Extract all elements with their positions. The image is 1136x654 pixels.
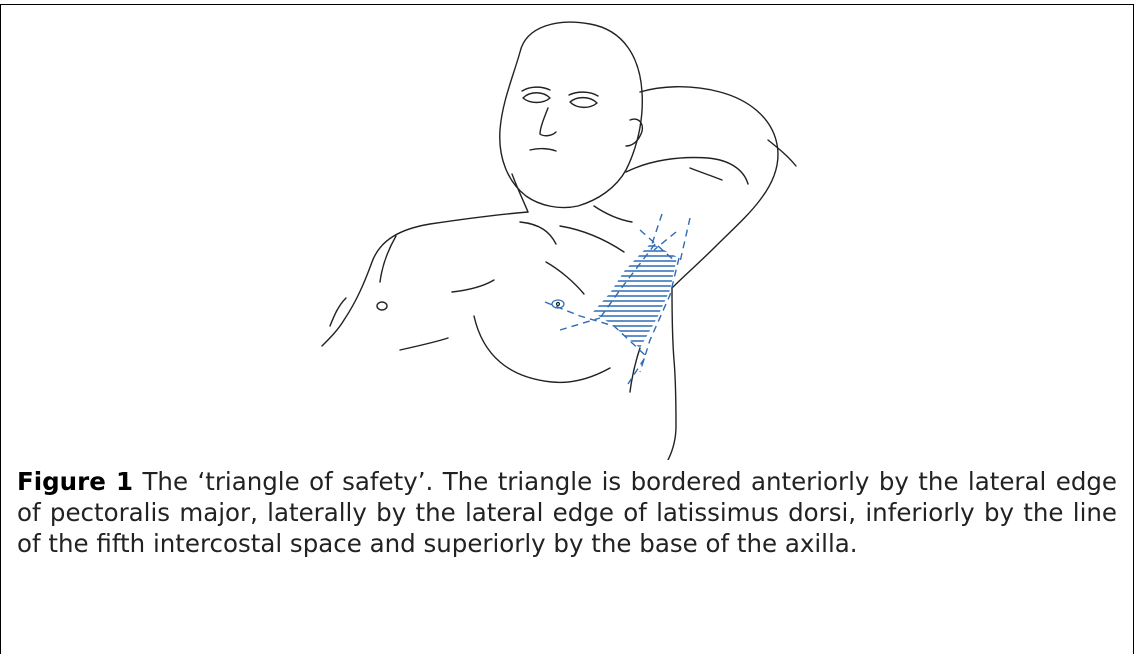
mouth	[530, 149, 556, 151]
ear	[626, 119, 642, 146]
left-shoulder	[322, 212, 528, 346]
figure-caption: Figure 1 The ‘triangle of safety’. The t…	[17, 466, 1117, 559]
left-nipple	[377, 302, 387, 310]
raised-arm	[640, 87, 778, 288]
nose	[540, 108, 556, 136]
caption-text: The ‘triangle of safety’. The triangle i…	[17, 467, 1117, 558]
right-eye	[570, 98, 597, 108]
frame-gap	[190, 0, 958, 3]
triangle-of-safety-illustration	[300, 10, 820, 460]
left-eye	[523, 93, 550, 103]
head-outline	[500, 22, 643, 207]
triangle-hatching	[580, 246, 700, 346]
triangle-boundaries	[545, 214, 690, 384]
right-flank	[668, 288, 676, 460]
figure-label: Figure 1	[17, 467, 133, 496]
